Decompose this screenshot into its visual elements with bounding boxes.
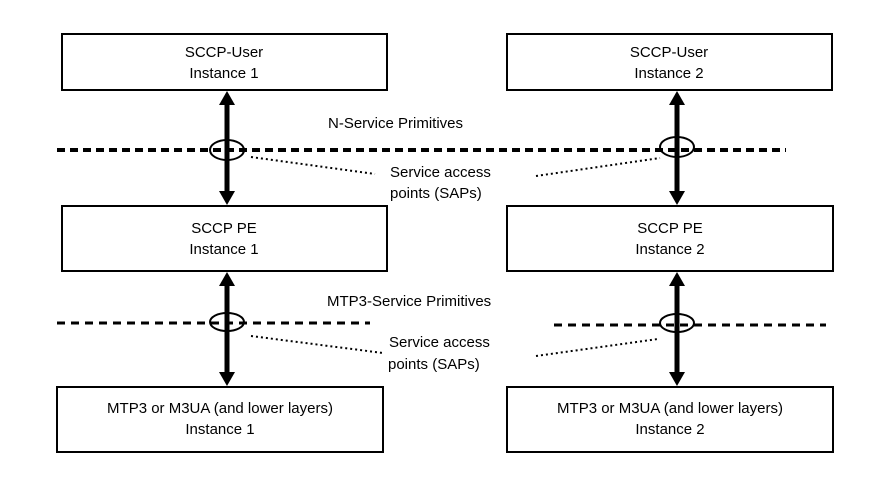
double-arrow-sccppe2-mtp32	[669, 272, 685, 386]
box-mtp3-1-line1: MTP3 or M3UA (and lower layers)	[107, 400, 333, 417]
box-sccp-user-1-line1: SCCP-User	[185, 44, 263, 61]
label-n-service-primitives: N-Service Primitives	[328, 115, 463, 132]
box-sccp-user-instance-2: SCCP-User Instance 2	[506, 33, 833, 91]
sap-ellipse-icon-top-left	[209, 139, 245, 161]
box-mtp3-1-line2: Instance 1	[185, 421, 254, 438]
box-sccp-user-instance-1: SCCP-User Instance 1	[61, 33, 388, 91]
label-mtp3-service-primitives: MTP3-Service Primitives	[327, 293, 491, 310]
box-sccp-pe-2-line2: Instance 2	[635, 241, 704, 258]
double-arrow-sccpuser1-sccppe1	[219, 91, 235, 205]
label-sap-bottom-line2: points (SAPs)	[388, 356, 480, 373]
sap-ellipse-icon-top-right	[659, 136, 695, 158]
leader-line-top-left	[250, 156, 376, 175]
sap-ellipse-icon-bottom-left	[209, 312, 245, 332]
box-mtp3-instance-2: MTP3 or M3UA (and lower layers) Instance…	[506, 386, 834, 453]
box-mtp3-2-line2: Instance 2	[635, 421, 704, 438]
box-mtp3-2-line1: MTP3 or M3UA (and lower layers)	[557, 400, 783, 417]
label-sap-top-line2: points (SAPs)	[390, 185, 482, 202]
box-sccp-pe-instance-1: SCCP PE Instance 1	[61, 205, 388, 272]
box-sccp-user-1-line2: Instance 1	[189, 65, 258, 82]
sap-ellipse-icon-bottom-right	[659, 313, 695, 333]
box-sccp-user-2-line1: SCCP-User	[630, 44, 708, 61]
leader-line-top-right	[535, 157, 661, 177]
double-arrow-sccpuser2-sccppe2	[669, 91, 685, 205]
box-sccp-user-2-line2: Instance 2	[634, 65, 703, 82]
double-arrow-sccppe1-mtp31	[219, 272, 235, 386]
label-sap-bottom-line1: Service access	[389, 334, 490, 351]
box-sccp-pe-1-line1: SCCP PE	[191, 220, 257, 237]
label-sap-top-line1: Service access	[390, 164, 491, 181]
box-sccp-pe-1-line2: Instance 1	[189, 241, 258, 258]
leader-line-bottom-right	[535, 338, 659, 357]
box-sccp-pe-instance-2: SCCP PE Instance 2	[506, 205, 834, 272]
leader-line-bottom-left	[250, 335, 384, 354]
box-sccp-pe-2-line1: SCCP PE	[637, 220, 703, 237]
box-mtp3-instance-1: MTP3 or M3UA (and lower layers) Instance…	[56, 386, 384, 453]
